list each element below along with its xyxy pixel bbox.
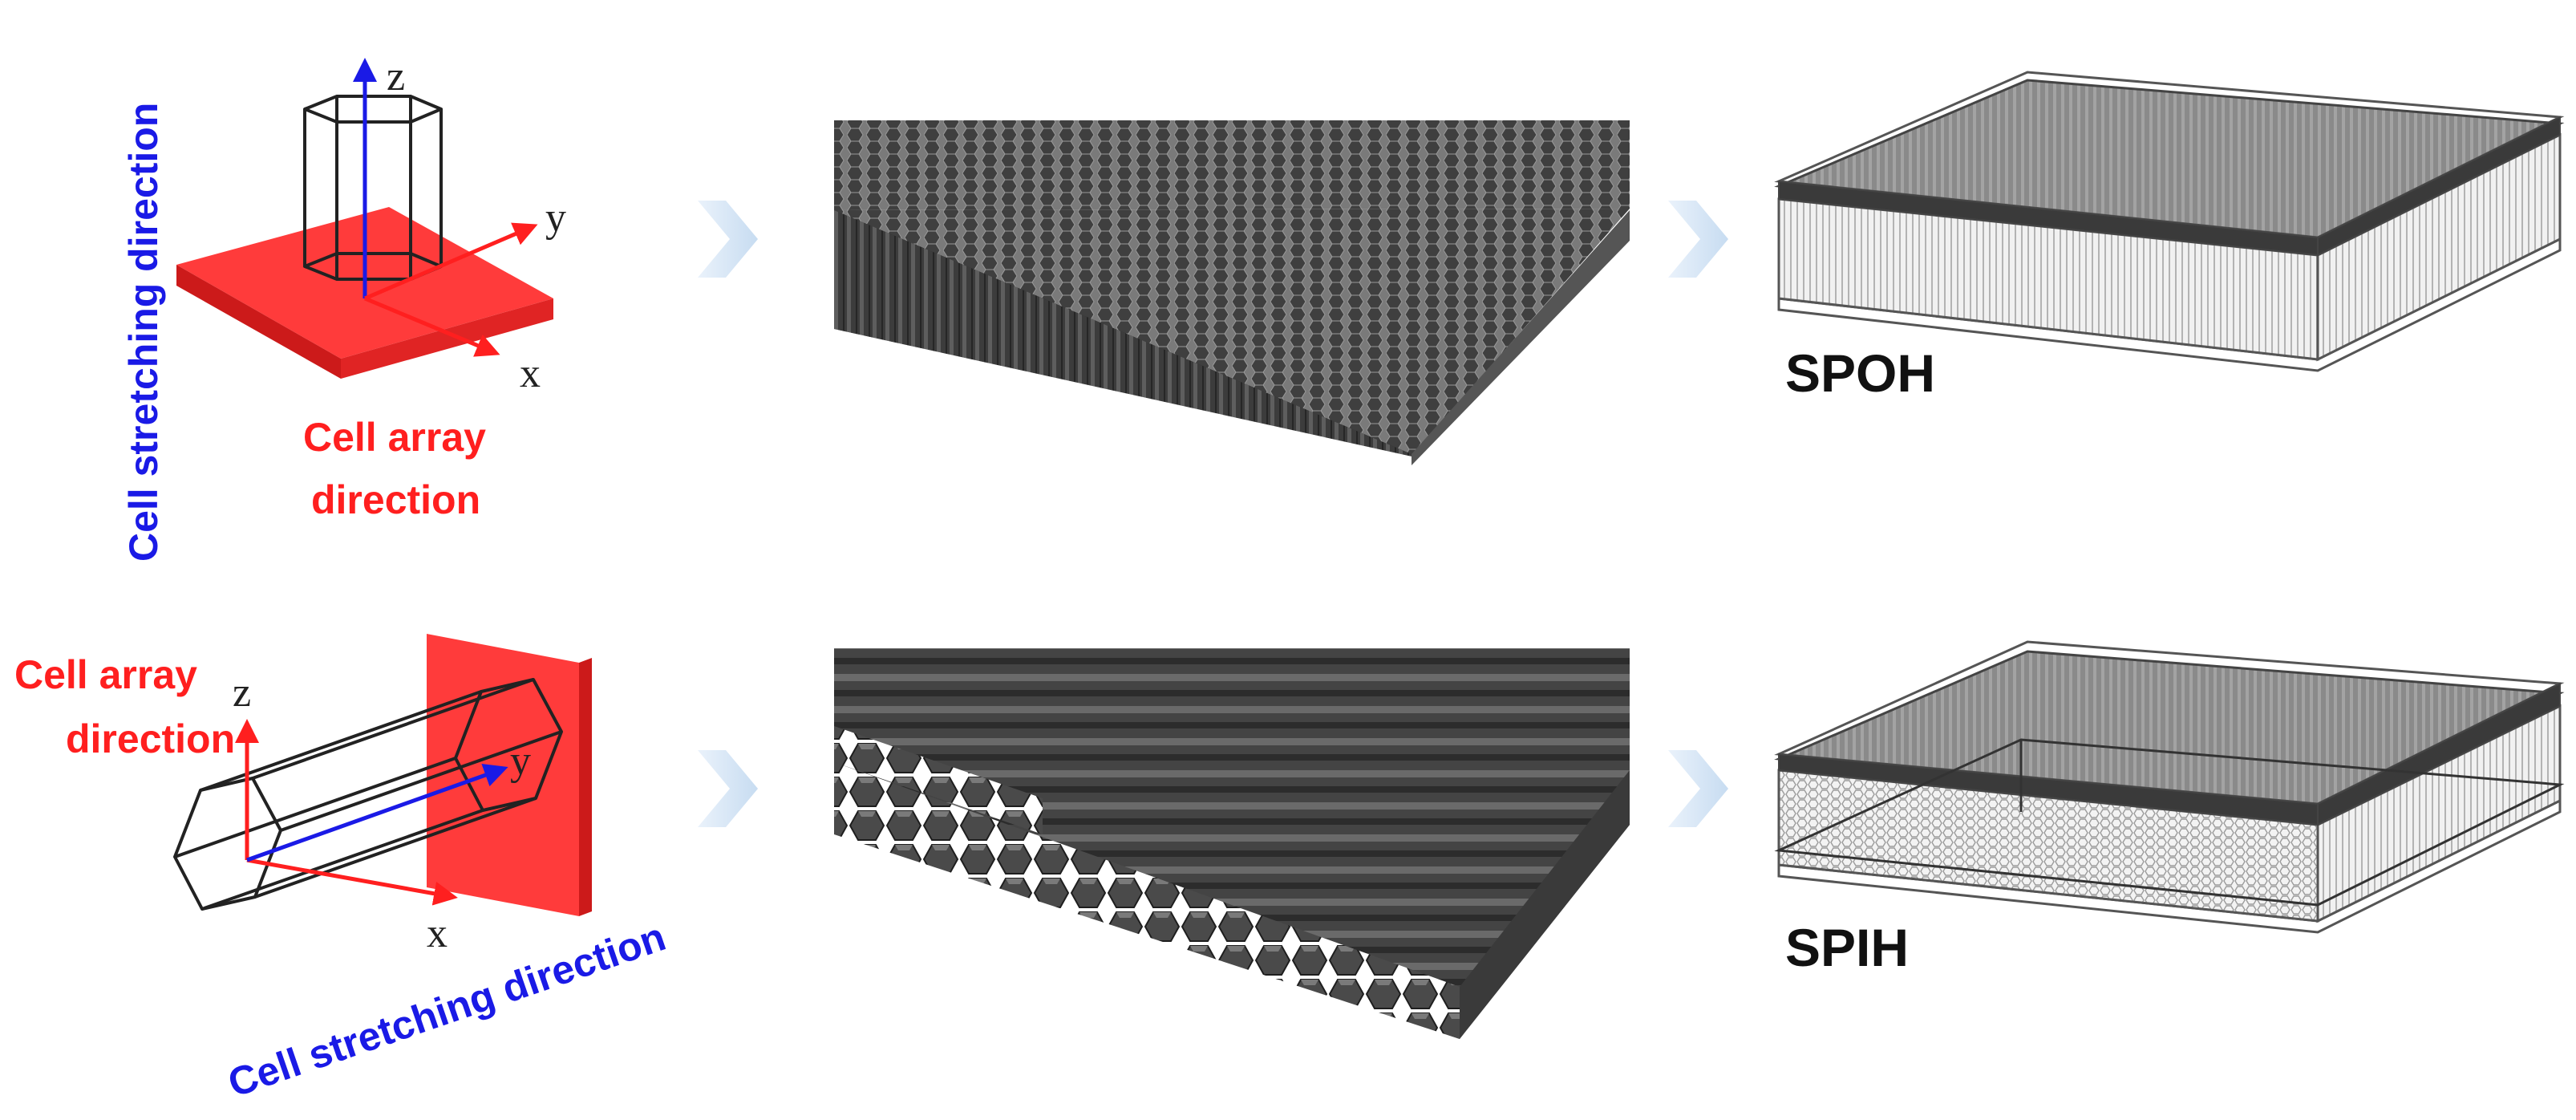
spoh-label: SPOH [1785, 343, 1935, 403]
flow-arrow-icon [698, 750, 758, 827]
flow-arrow-icon [1668, 201, 1728, 278]
bottom-unit-cell-schematic: z y x Cell array direction Cell stretchi… [14, 634, 671, 1106]
array-direction-label-line2: direction [311, 477, 480, 522]
flow-arrow-icon [1668, 750, 1728, 827]
spih-sandwich-panel: SPIH [1774, 640, 2565, 977]
spoh-sandwich-panel: SPOH [1774, 71, 2565, 403]
out-of-plane-honeycomb-core [834, 120, 1630, 465]
x-axis-arrow-bottom [246, 858, 458, 906]
x-axis-arrow [364, 296, 500, 357]
array-direction-label-line1: Cell array [303, 415, 486, 460]
y-axis-label: y [545, 195, 566, 241]
z-axis-label-bottom: z [233, 670, 251, 716]
array-plane-vertical [427, 634, 592, 916]
y-axis-label-bottom: y [510, 738, 531, 784]
core-edge-fins [834, 210, 1630, 465]
x-axis-label: x [520, 351, 541, 396]
array-direction-label-line1-bottom: Cell array [14, 652, 197, 697]
y-axis-arrow [364, 222, 538, 301]
spih-label: SPIH [1785, 918, 1909, 977]
in-plane-honeycomb-core [834, 648, 1630, 1039]
flow-arrow-icon [698, 201, 758, 278]
z-axis-label: z [387, 54, 405, 99]
array-direction-label-line2-bottom: direction [66, 716, 235, 761]
top-unit-cell-schematic: z y x Cell stretching direction Cell arr… [121, 54, 566, 562]
stretching-direction-label-vertical: Cell stretching direction [121, 103, 166, 562]
y-axis-arrow-bottom [246, 763, 508, 862]
x-axis-label-bottom: x [427, 911, 448, 956]
